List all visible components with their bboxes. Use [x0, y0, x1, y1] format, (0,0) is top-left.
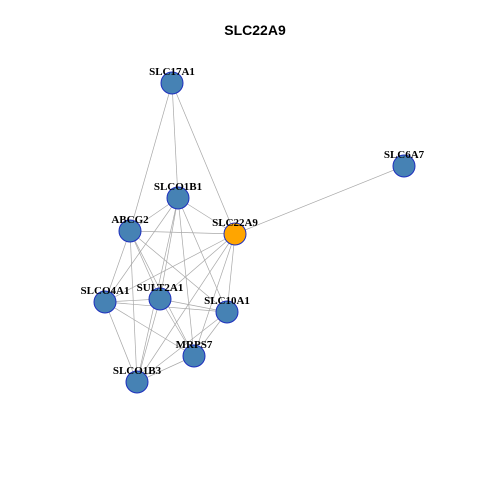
- node-label-slc22a9: SLC22A9: [212, 217, 258, 229]
- node-label-slc10a1: SLC10A1: [204, 295, 250, 307]
- node-slc17a1[interactable]: [160, 71, 184, 95]
- node-slco4a1[interactable]: [93, 290, 117, 314]
- node-abcg2[interactable]: [118, 219, 142, 243]
- edge-slc22a9-slco4a1: [104, 233, 236, 303]
- node-slc10a1[interactable]: [215, 300, 239, 324]
- edge-slco1b1-slc10a1: [177, 197, 228, 313]
- edge-slco1b1-mrps7: [177, 197, 195, 357]
- node-label-slco4a1: SLCO4A1: [81, 285, 130, 297]
- edge-slco4a1-mrps7: [104, 301, 195, 357]
- edge-slco1b1-slco4a1: [104, 197, 179, 303]
- node-slco1b1[interactable]: [166, 186, 190, 210]
- node-label-slc6a7: SLC6A7: [384, 149, 425, 161]
- edge-slc22a9-slco1b3: [136, 233, 236, 383]
- node-slco1b3[interactable]: [125, 370, 149, 394]
- node-label-mrps7: MRPS7: [176, 339, 213, 351]
- edge-slco1b1-sult2a1: [159, 197, 179, 300]
- node-mrps7[interactable]: [182, 344, 206, 368]
- node-sult2a1[interactable]: [148, 287, 172, 311]
- edge-slc17a1-slc22a9: [171, 82, 236, 235]
- edge-abcg2-slco1b3: [129, 230, 138, 383]
- edge-slc22a9-sult2a1: [159, 233, 236, 300]
- edge-abcg2-sult2a1: [129, 230, 161, 300]
- node-slc22a9[interactable]: [223, 222, 247, 246]
- edge-slc22a9-slc10a1: [226, 233, 236, 313]
- edge-sult2a1-slco1b3: [136, 298, 161, 383]
- edge-abcg2-slc22a9: [129, 230, 236, 235]
- edge-slc17a1-slco1b1: [171, 82, 179, 199]
- edge-slc6a7-slc22a9: [234, 165, 405, 235]
- edge-slco4a1-slco1b3: [104, 301, 138, 383]
- node-label-slco1b1: SLCO1B1: [154, 181, 202, 193]
- node-label-slco1b3: SLCO1B3: [113, 365, 162, 377]
- edge-slc17a1-abcg2: [129, 82, 173, 232]
- node-label-abcg2: ABCG2: [111, 214, 149, 226]
- nodes-layer: [93, 71, 416, 394]
- node-label-sult2a1: SULT2A1: [137, 282, 184, 294]
- edge-abcg2-slc10a1: [129, 230, 228, 313]
- edge-slc22a9-mrps7: [193, 233, 236, 357]
- node-label-slc17a1: SLC17A1: [149, 66, 195, 78]
- graph-title: SLC22A9: [224, 22, 286, 38]
- edge-slc10a1-slco1b3: [136, 311, 228, 383]
- edge-abcg2-slco4a1: [104, 230, 131, 303]
- node-slc6a7[interactable]: [392, 154, 416, 178]
